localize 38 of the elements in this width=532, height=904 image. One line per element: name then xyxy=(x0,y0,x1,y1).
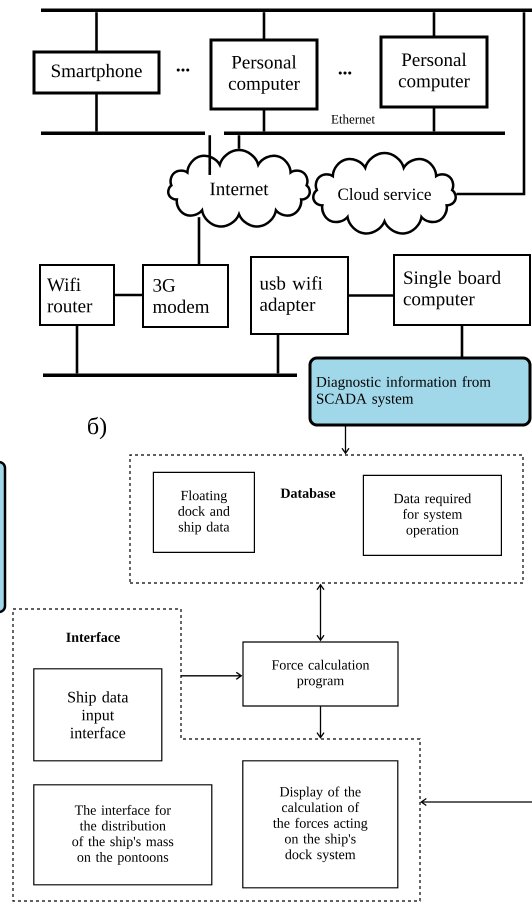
arrow xyxy=(180,672,242,680)
process-box: The interface for the distribution of the ship's mass on the pontoons xyxy=(33,784,212,886)
process-box: Ship data input interface xyxy=(33,668,162,762)
connector-line xyxy=(456,12,526,196)
device-box: Smartphone xyxy=(32,50,160,94)
connector-line xyxy=(238,135,240,149)
dots: ... xyxy=(338,71,352,75)
connector-line xyxy=(198,217,200,264)
info-box: Diagnostic information from SCADA system xyxy=(308,356,532,426)
connector-line xyxy=(95,94,98,132)
process-box: Data required for system operation xyxy=(362,474,502,556)
device-box: usb wifi adapter xyxy=(250,256,349,335)
device-box: Wifi router xyxy=(39,264,115,326)
arrow xyxy=(341,426,350,454)
arrow xyxy=(316,706,325,739)
process-box: Floating dock and ship data xyxy=(152,472,255,553)
connector-line xyxy=(460,326,464,356)
device-box: Personal computer xyxy=(380,36,488,108)
connector-line xyxy=(276,335,280,374)
device-box: Personal computer xyxy=(210,38,318,110)
process-box: Force calculation program xyxy=(242,641,399,707)
connector-line xyxy=(208,135,212,175)
bus-label: Ethernet xyxy=(331,114,375,124)
arrow xyxy=(316,584,325,642)
panel-letter: б) xyxy=(88,416,106,440)
dots: ... xyxy=(176,68,190,72)
connector-line xyxy=(76,326,78,374)
process-box: Display of the calculation of the forces acting on the ship's dock system xyxy=(242,760,398,888)
connector-line xyxy=(349,294,393,297)
connector-line xyxy=(262,12,266,38)
connector-line xyxy=(432,12,436,36)
connector-line xyxy=(432,108,436,132)
arrow xyxy=(420,798,532,806)
connector-line xyxy=(95,12,98,50)
connector-line xyxy=(115,294,142,296)
device-box: Single board computer xyxy=(393,254,531,326)
connector-line xyxy=(262,110,266,132)
device-box: 3G modem xyxy=(142,264,229,328)
